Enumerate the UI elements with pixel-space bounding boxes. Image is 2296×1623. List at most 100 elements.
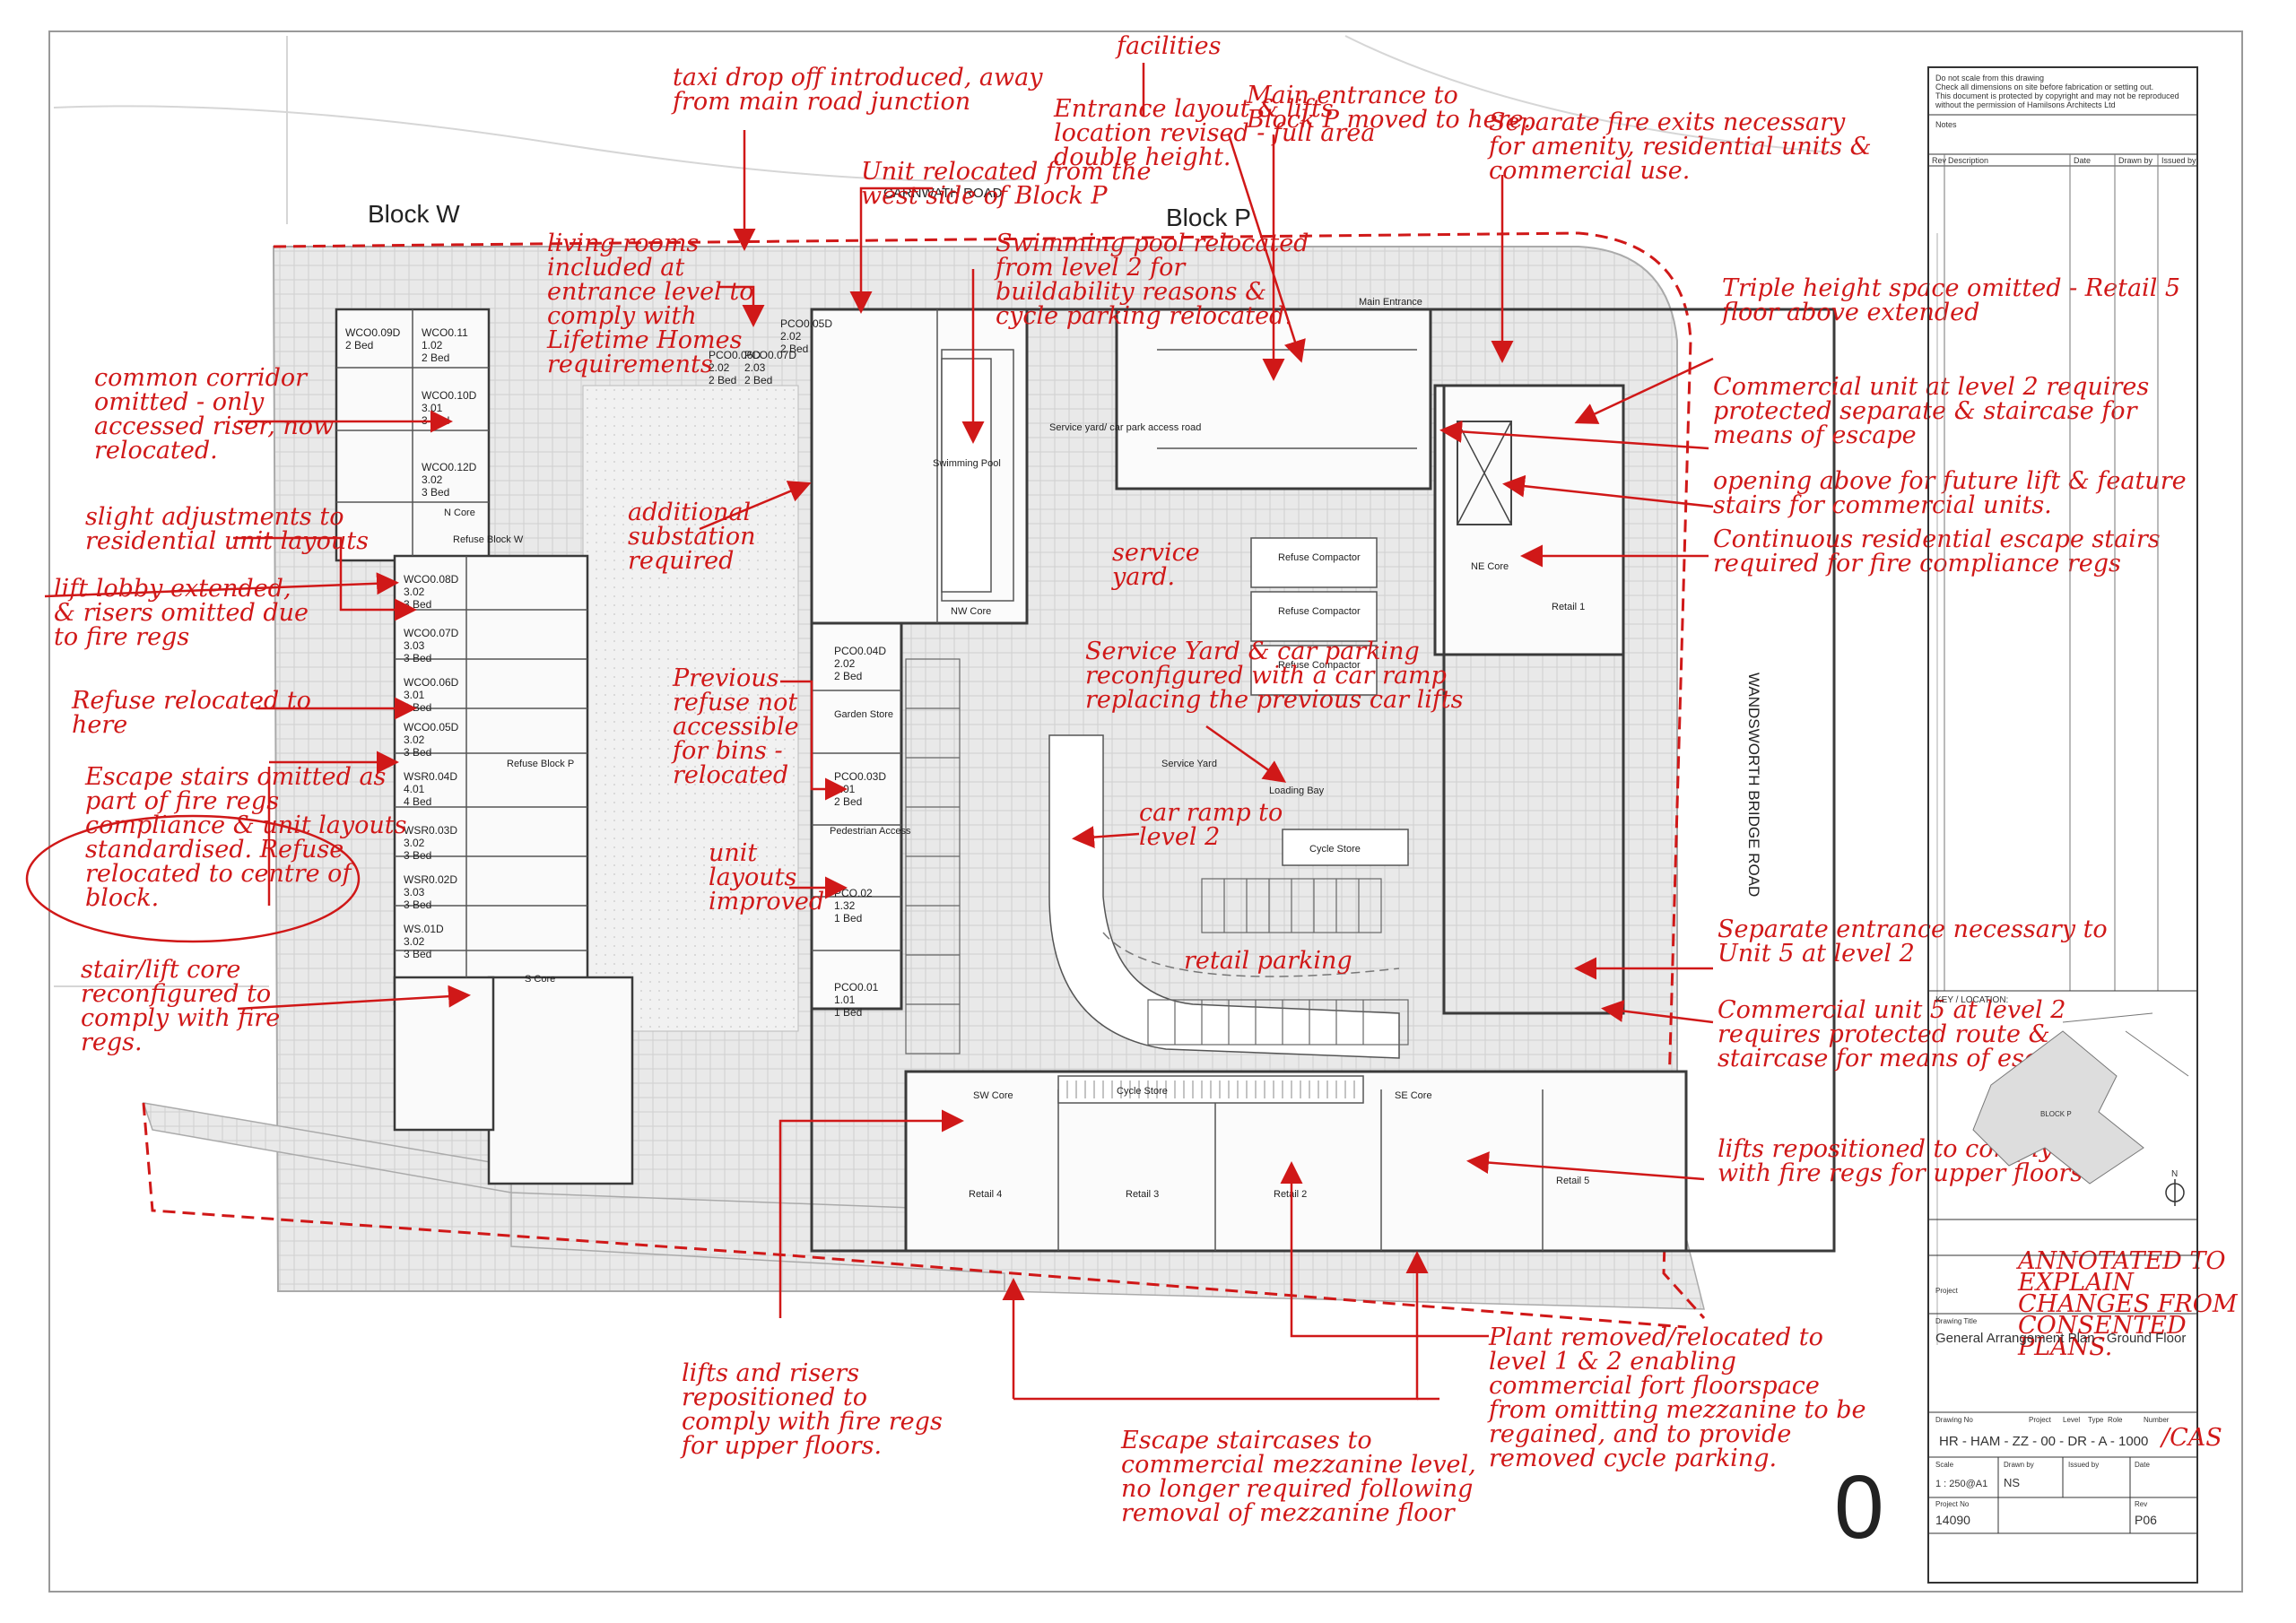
refuse-compactor-label-1: Refuse Compactor xyxy=(1278,552,1361,563)
unit-beds: 2 Bed xyxy=(422,352,449,364)
unit-beds: 3 Bed xyxy=(404,898,431,911)
refuse-block-w-label: Refuse Block W xyxy=(453,534,524,545)
retail-1-label: Retail 1 xyxy=(1552,602,1585,612)
project-label: Project xyxy=(1935,1287,1959,1295)
service-yard-label: Service Yard xyxy=(1161,759,1217,769)
meta-labels: Scale Drawn by Issued by Date Project No… xyxy=(1935,1461,2150,1508)
key-location-label: KEY / LOCATION: xyxy=(1935,995,2008,1005)
annotation-lift-lobby: lift lobby extended,& risers omitted due… xyxy=(54,575,309,651)
unit-code: WSR0.04D xyxy=(404,770,457,783)
drawn-by-label: Drawn by xyxy=(2004,1461,2034,1469)
nw-core-label: NW Core xyxy=(951,606,991,617)
unit-area: 3.01 xyxy=(404,689,425,701)
block-w-label: Block W xyxy=(368,200,460,228)
unit-beds: 2 Bed xyxy=(744,374,772,386)
garden-store-label: Garden Store xyxy=(834,709,893,720)
unit-code: WCO0.05D xyxy=(404,721,459,733)
retail-2-label: Retail 2 xyxy=(1274,1189,1307,1200)
drawing-no-part-role: Role xyxy=(2108,1416,2123,1424)
unit-beds: 3 Bed xyxy=(404,652,431,664)
unit-beds: 2 Bed xyxy=(345,339,373,352)
annotation-retail-parking: retail parking xyxy=(1184,947,1352,975)
unit-area: 2.02 xyxy=(780,330,802,343)
block-p-ne-wing xyxy=(1433,384,1625,656)
unit-beds: 2 Bed xyxy=(834,795,862,808)
block-w-east-wing xyxy=(393,554,589,1006)
drawing-no-part-number: Number xyxy=(2144,1416,2170,1424)
issued-by-col: Issued by xyxy=(2161,156,2196,165)
unit-code: WCO0.09D xyxy=(345,326,401,339)
unit-beds: 3 Bed xyxy=(404,746,431,759)
refuse-block-p-label: Refuse Block P xyxy=(507,759,574,769)
ne-core-label: NE Core xyxy=(1471,561,1509,572)
unit-beds: 1 Bed xyxy=(834,1006,862,1019)
road-label-east: WANDSWORTH BRIDGE ROAD xyxy=(1745,673,1762,897)
drawing-no-part-type: Type xyxy=(2088,1416,2104,1424)
unit-area: 2.03 xyxy=(744,361,766,374)
context-roads xyxy=(53,35,1938,1345)
s-core-label: S Core xyxy=(525,974,555,985)
notes-label: Notes xyxy=(1935,120,1957,129)
unit-area: 1.01 xyxy=(834,994,856,1006)
unit-code: WSR0.03D xyxy=(404,824,457,837)
rev-value: P06 xyxy=(2135,1513,2157,1527)
swimming-pool-basin xyxy=(941,358,992,593)
rev-label: Rev xyxy=(2135,1500,2147,1508)
unit-code: PCO0.04D xyxy=(834,645,886,657)
courtyard xyxy=(582,385,799,1032)
unit-code: WCO0.10D xyxy=(422,389,477,402)
unit-area: 3.02 xyxy=(404,935,425,948)
pedestrian-access-label: Pedestrian Access xyxy=(830,826,911,837)
date-label: Date xyxy=(2135,1461,2150,1469)
block-p-label: Block P xyxy=(1166,204,1251,231)
drawing-number: HR - HAM - ZZ - 00 - DR - A - 1000 xyxy=(1939,1434,2148,1449)
block-w-unit-walls xyxy=(336,309,587,977)
title-block-frame xyxy=(1927,66,2198,1584)
sheet-border xyxy=(48,30,2243,1593)
block-p-west-units xyxy=(810,621,903,1011)
key-plan xyxy=(1972,1012,2189,1185)
loading-bay-label: Loading Bay xyxy=(1269,785,1325,796)
level-mark: 0 xyxy=(1834,1457,1884,1558)
unit-code: PCO0.01 xyxy=(834,981,879,994)
north-arrow: N xyxy=(2165,1169,2185,1206)
unit-beds: 3 Bed xyxy=(404,849,431,862)
opening-above-cross xyxy=(1457,421,1512,525)
unit-code: PCO0.06D xyxy=(709,349,761,361)
unit-code: WCO0.06D xyxy=(404,676,459,689)
title-block: Do not scale from this drawing Check all… xyxy=(1927,66,2222,1584)
unit-beds: 3 Bed xyxy=(404,948,431,960)
project-no-label: Project No xyxy=(1935,1500,1970,1508)
cycle-store-south-label: Cycle Store xyxy=(1117,1086,1168,1097)
key-block-label: BLOCK P xyxy=(2040,1110,2072,1118)
unit-code: WCO0.08D xyxy=(404,573,459,586)
unit-area: 2.02 xyxy=(709,361,730,374)
drawn-by-value: NS xyxy=(2004,1476,2020,1489)
refuse-compactors xyxy=(1250,537,1378,696)
annotation-leaders xyxy=(25,63,1714,1401)
unit-area: 2.02 xyxy=(834,657,856,670)
unit-code: PCO0.03D xyxy=(834,770,886,783)
disclaimer-line-4: without the permission of Hamilsons Arch… xyxy=(1935,100,2116,109)
